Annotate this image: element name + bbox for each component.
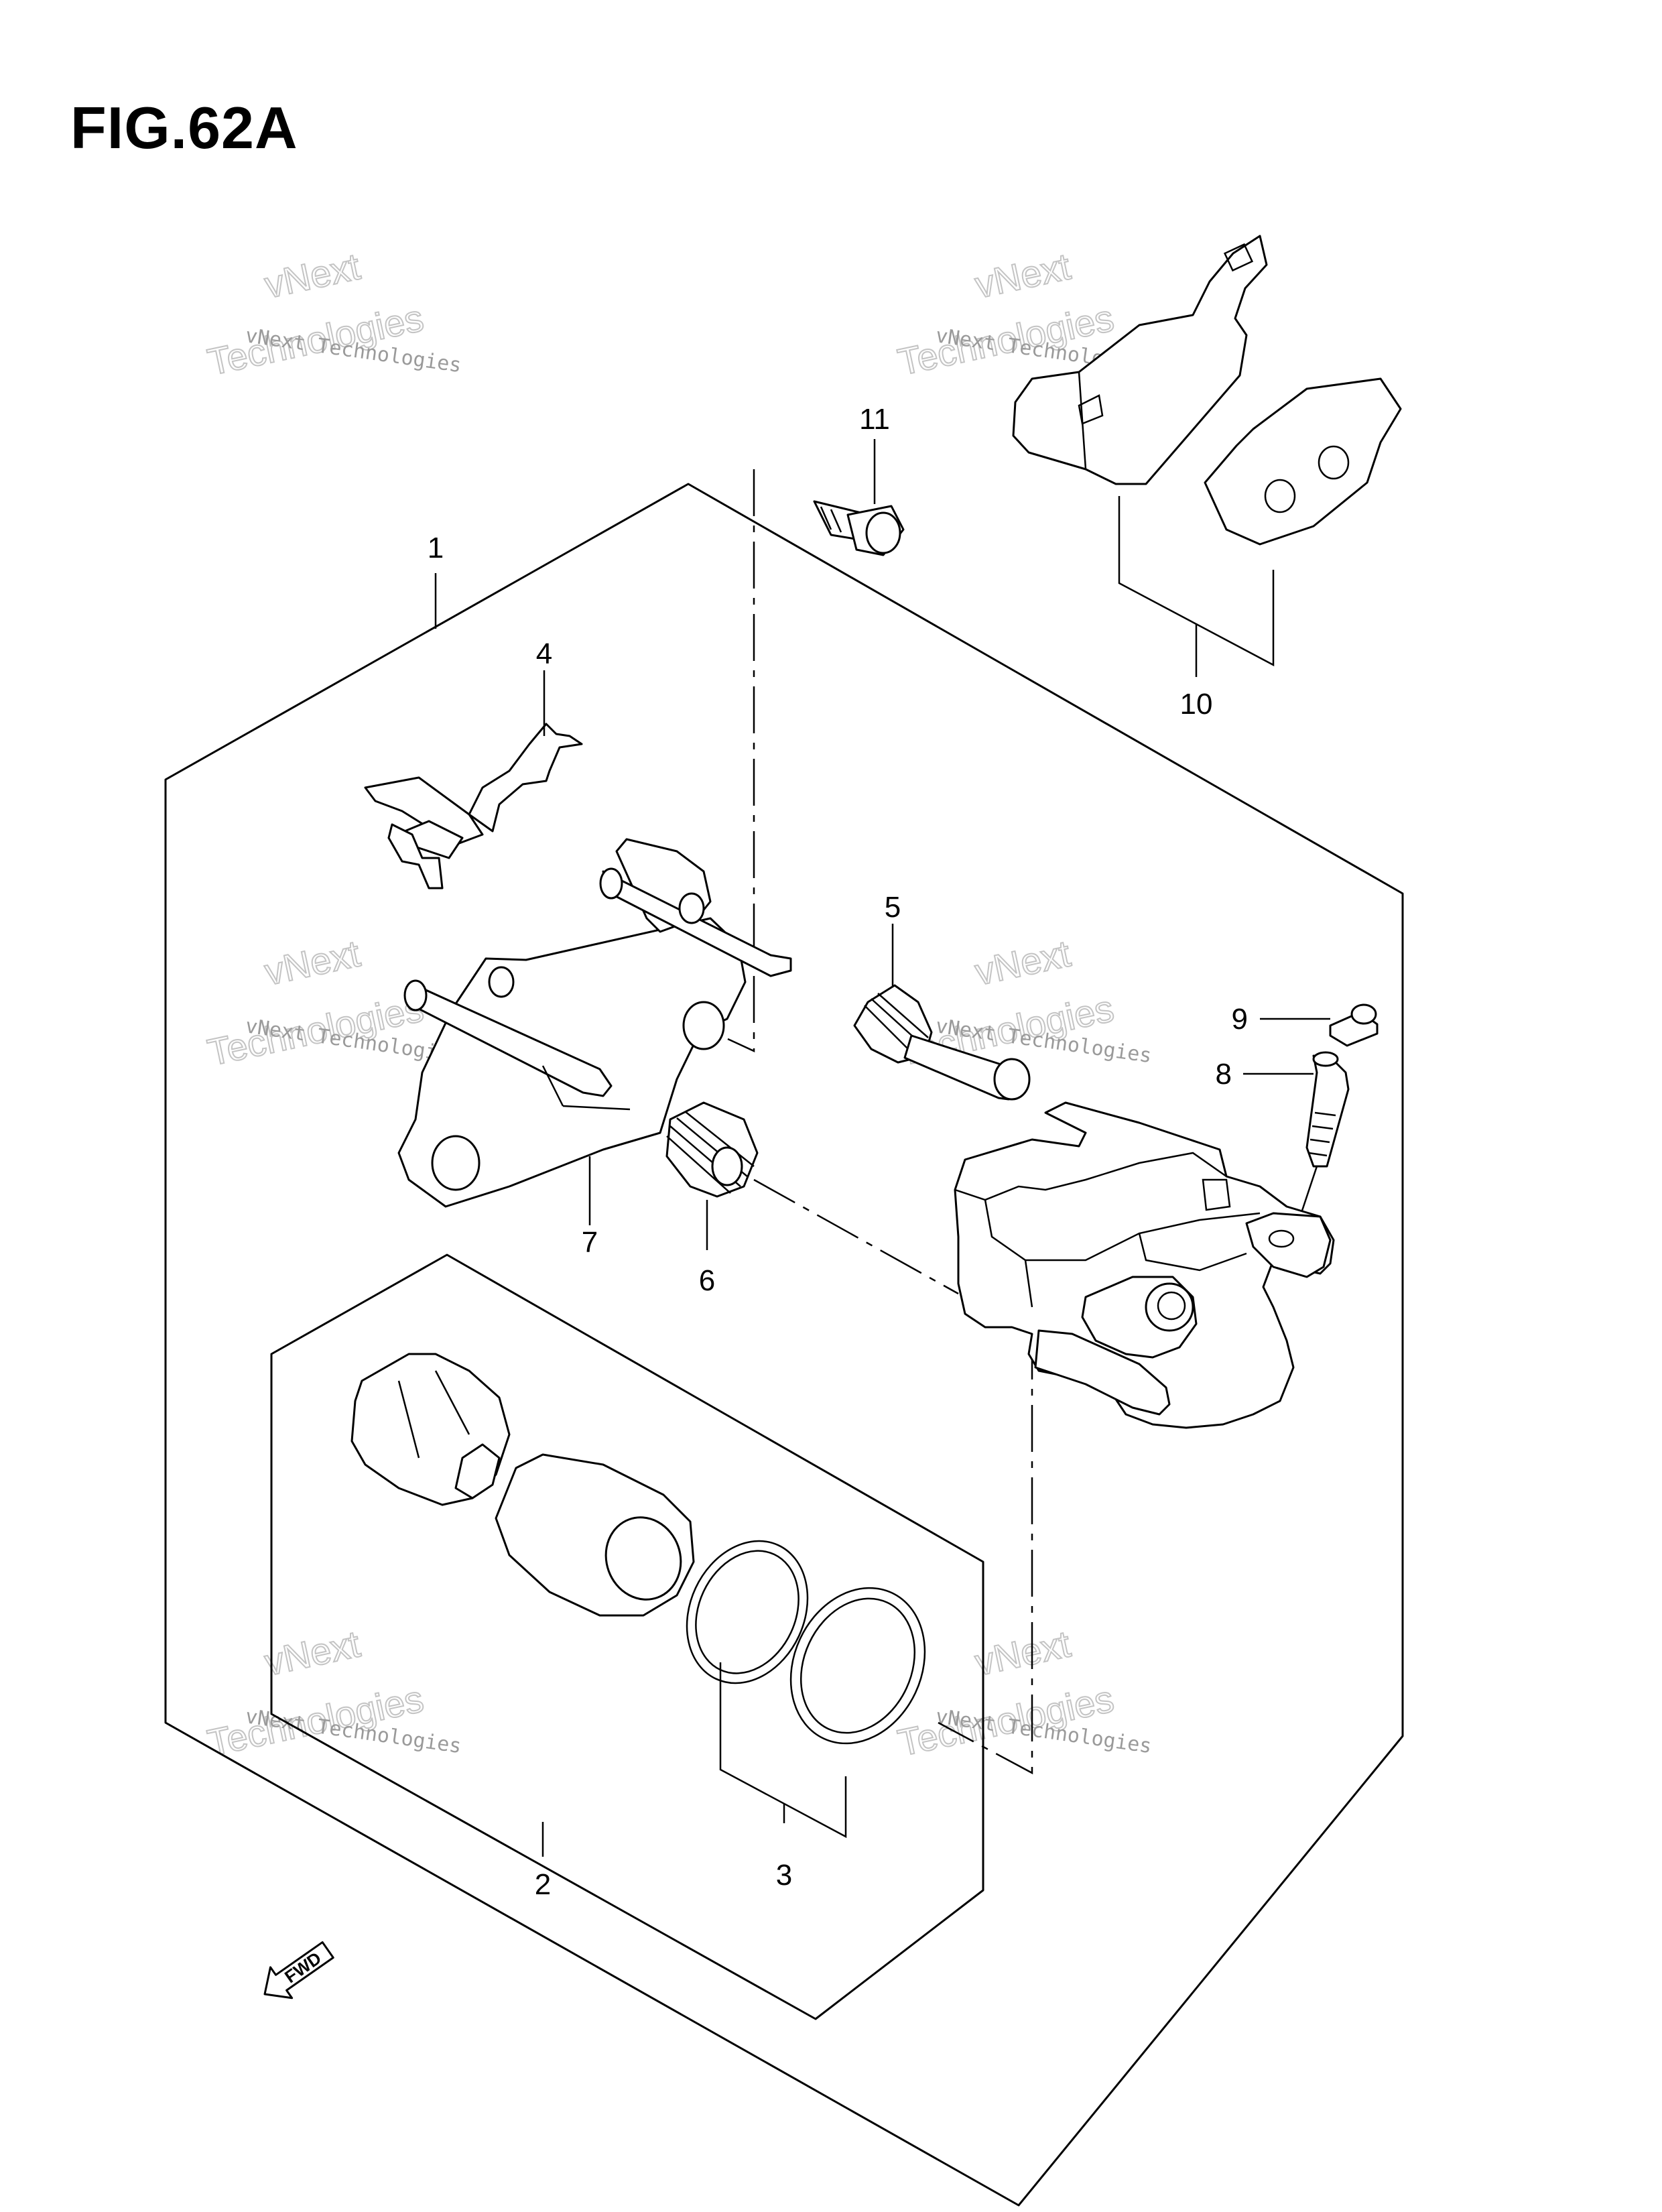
part-6-pin-boot	[665, 1101, 759, 1198]
watermark-2-line2: vNext	[971, 245, 1074, 306]
watermark-5: vNext Technologies vNext Technologies	[203, 1621, 462, 1764]
alignment-line-vertical	[938, 1260, 1033, 1775]
callout-11: 11	[859, 403, 890, 436]
part-11-flange-bolt	[813, 500, 905, 556]
callout-labels: 1 2 3 4 5 6 7 8 9 10 11	[428, 403, 1248, 1901]
callout-9: 9	[1232, 1003, 1248, 1036]
callout-6: 6	[699, 1264, 715, 1297]
alignment-line-pin	[753, 1178, 959, 1295]
caliper-body	[954, 1101, 1335, 1429]
callout-7: 7	[582, 1226, 598, 1259]
watermark-6-line2: vNext	[971, 1622, 1074, 1683]
leader-bracket-3	[719, 1662, 847, 1839]
callout-4: 4	[536, 637, 552, 670]
watermark-3-line2: vNext	[261, 932, 364, 993]
watermark-1-line2: vNext	[261, 245, 364, 306]
figure-title: FIG.62A	[70, 95, 298, 161]
callout-5: 5	[885, 891, 901, 924]
watermark-6: vNext Technologies vNext Technologies	[893, 1621, 1153, 1764]
part-5-slide-pin	[853, 984, 1031, 1101]
callout-10: 10	[1180, 688, 1213, 721]
alignment-line-bolt	[727, 469, 755, 1052]
callout-8: 8	[1216, 1058, 1232, 1091]
part-10-brake-pads	[1012, 235, 1402, 546]
watermark-5-line2: vNext	[261, 1622, 364, 1683]
part-8-bleeder-valve	[1305, 1051, 1350, 1168]
fwd-arrow-indicator: FWD	[263, 1941, 334, 2000]
part-7-caliper-bracket	[397, 838, 792, 1208]
assembly-box-1	[164, 483, 1404, 2207]
part-2-piston-seal-set	[350, 1353, 926, 1745]
callout-3: 3	[776, 1859, 792, 1892]
callout-1: 1	[428, 532, 444, 564]
watermark-4-line2: vNext	[971, 932, 1074, 993]
callout-2: 2	[535, 1868, 551, 1901]
part-4-pad-spring	[364, 723, 583, 889]
sub-assembly-box-2	[270, 1253, 984, 2020]
watermark-1: vNext Technologies vNext Technologies	[203, 244, 462, 383]
part-9-bleeder-cap	[1329, 1003, 1379, 1047]
